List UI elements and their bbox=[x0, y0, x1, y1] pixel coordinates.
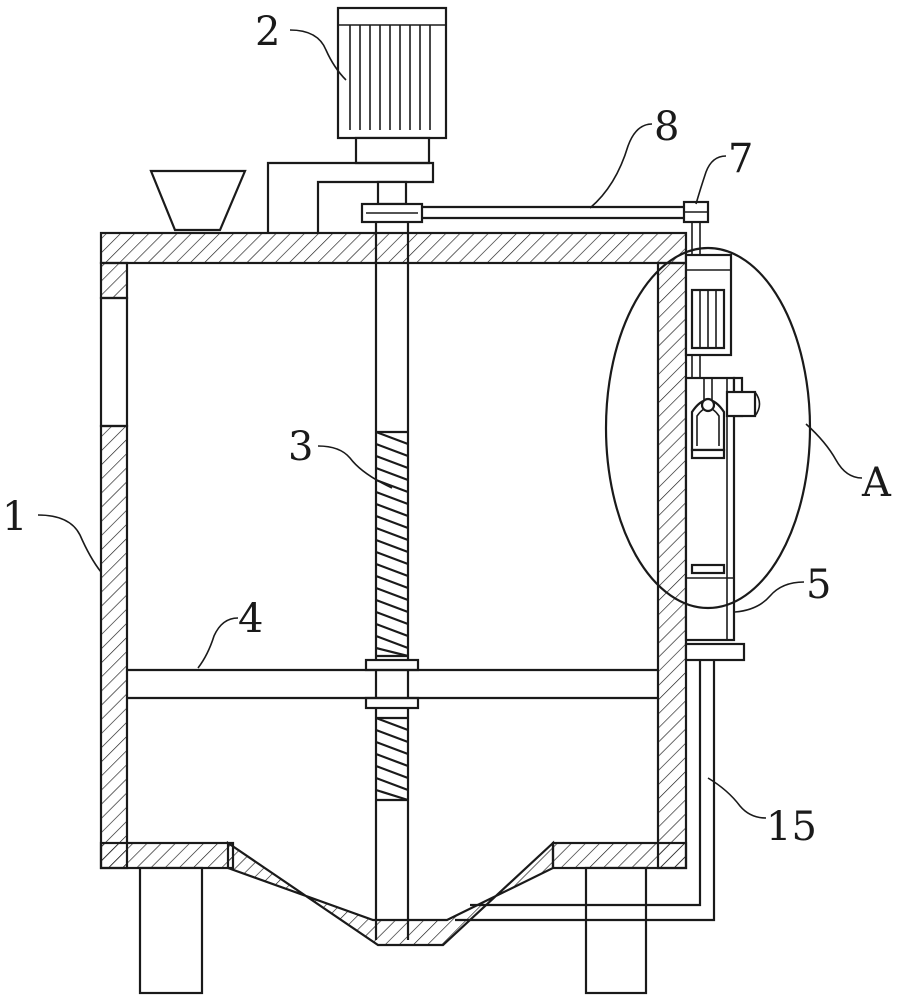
leader-7 bbox=[695, 155, 727, 205]
tank-cone bbox=[226, 840, 555, 947]
tank-right-wall bbox=[656, 261, 688, 870]
screw-flights-lower bbox=[375, 716, 409, 802]
pump-assembly bbox=[684, 222, 761, 662]
leg-right bbox=[584, 866, 648, 995]
leader-a bbox=[805, 423, 863, 479]
tank-bottom-right-wall bbox=[551, 841, 688, 870]
motor-bracket bbox=[266, 161, 435, 233]
hub-lower bbox=[364, 696, 420, 710]
label-5: 5 bbox=[806, 562, 831, 608]
shaft-coupling bbox=[376, 180, 408, 206]
label-2: 2 bbox=[255, 9, 280, 55]
label-8: 8 bbox=[654, 104, 679, 150]
leader-lines bbox=[37, 29, 863, 819]
pump-base bbox=[684, 642, 746, 662]
belt-drive bbox=[422, 200, 710, 224]
support-legs bbox=[138, 866, 648, 995]
leader-3 bbox=[317, 445, 393, 489]
leader-8 bbox=[589, 123, 653, 209]
labels: 1 2 3 4 5 7 8 15 A bbox=[2, 9, 892, 850]
tank-bottom-left-wall bbox=[99, 841, 235, 870]
outlet-nozzle bbox=[725, 390, 757, 418]
label-15: 15 bbox=[766, 804, 817, 850]
motor-body bbox=[336, 6, 448, 140]
pump-housing bbox=[684, 376, 736, 642]
return-pipe bbox=[455, 660, 716, 922]
leader-2 bbox=[289, 29, 347, 81]
label-4: 4 bbox=[238, 596, 263, 642]
leader-1 bbox=[37, 514, 102, 573]
label-a: A bbox=[861, 460, 892, 506]
leader-4 bbox=[197, 617, 239, 669]
motor-assembly bbox=[266, 6, 448, 233]
stirring-bar bbox=[127, 668, 658, 700]
tank-left-wall-upper bbox=[99, 261, 129, 300]
leg-left bbox=[138, 866, 204, 995]
label-1: 1 bbox=[2, 494, 27, 540]
tank-left-window bbox=[99, 296, 129, 428]
leader-5 bbox=[734, 581, 805, 613]
tank-left-wall-lower bbox=[99, 424, 129, 870]
motor-flange bbox=[354, 136, 431, 165]
screw-flights-upper bbox=[375, 430, 409, 658]
label-3: 3 bbox=[288, 424, 313, 470]
hub-upper bbox=[364, 658, 420, 672]
label-7: 7 bbox=[728, 136, 753, 182]
tank-top-wall bbox=[99, 231, 688, 265]
motor-fins bbox=[338, 24, 446, 130]
feed-hopper bbox=[149, 169, 247, 232]
leader-15 bbox=[707, 777, 767, 819]
screw-shaft bbox=[364, 222, 420, 940]
tank bbox=[99, 231, 688, 947]
